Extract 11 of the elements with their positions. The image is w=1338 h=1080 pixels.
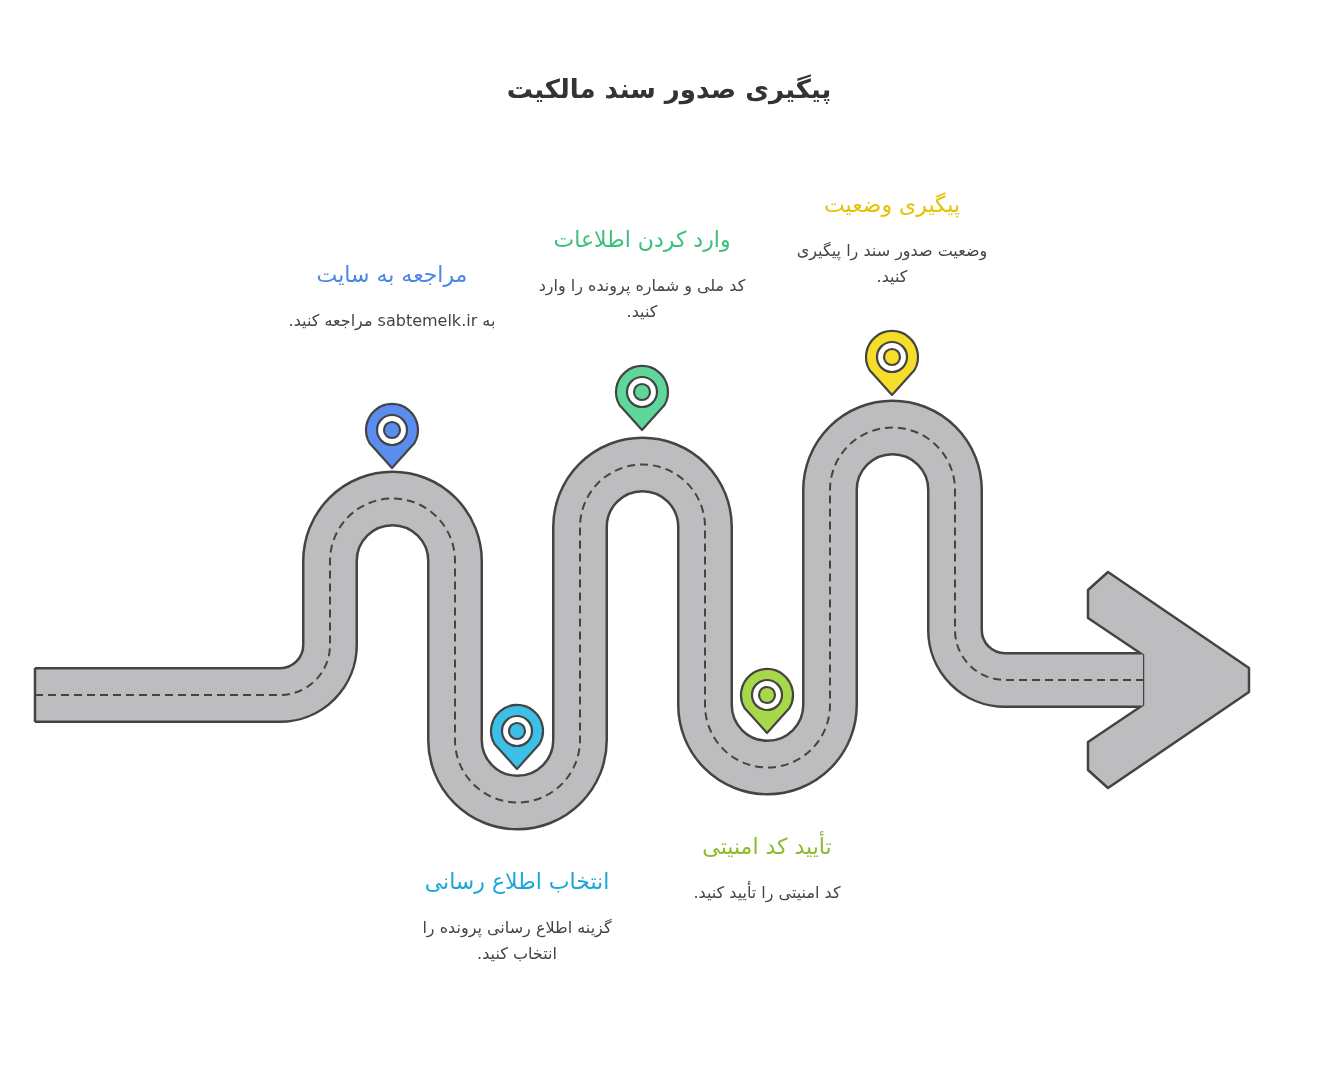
step-title: پیگیری وضعیت [823, 191, 961, 220]
step-description: کد امنیتی را تأیید کنید. [692, 880, 842, 905]
step-description: کد ملی و شماره پرونده را وارد کنید. [537, 275, 747, 323]
title: پیگیری صدور سند مالکیت [506, 74, 832, 104]
step-title: وارد کردن اطلاعات [553, 226, 731, 254]
step-description: وضعیت صدور سند را پیگیری کنید. [795, 240, 989, 288]
step-title: تأیید کد امنیتی [702, 832, 832, 862]
step-title: انتخاب اطلاع رسانی [424, 868, 610, 896]
step-title: مراجعه به سایت [316, 261, 468, 289]
step-description: به sabtemelk.ir مراجعه کنید. [287, 310, 497, 332]
step-description: گزینه اطلاع رسانی پرونده را انتخاب کنید. [421, 917, 613, 965]
